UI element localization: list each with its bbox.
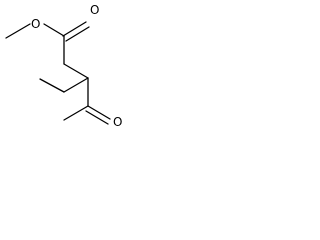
ketone-oxygen-label: O xyxy=(113,115,122,129)
molecule-structure: O O O xyxy=(5,3,122,129)
bond-ch2-to-ch xyxy=(63,63,89,79)
bond-ketone-carbonyl-double-a xyxy=(87,105,111,120)
bond-ketone-carbonyl-double-b xyxy=(85,110,109,125)
bond-methyl-to-ester-oxygen xyxy=(5,23,31,39)
bond-ketone-to-methyl xyxy=(63,105,89,121)
bond-ester-carbonyl-double-b xyxy=(65,26,90,42)
ester-oxygen-label: O xyxy=(31,17,40,31)
bond-ester-oxygen-to-carbonyl-carbon xyxy=(43,23,65,37)
bond-ch-to-ethyl-ch2 xyxy=(63,77,89,93)
bond-ethyl-ch2-to-ch3 xyxy=(39,78,65,93)
bond-ester-carbonyl-double-a xyxy=(62,21,87,37)
ester-carbonyl-oxygen-label: O xyxy=(90,3,99,17)
